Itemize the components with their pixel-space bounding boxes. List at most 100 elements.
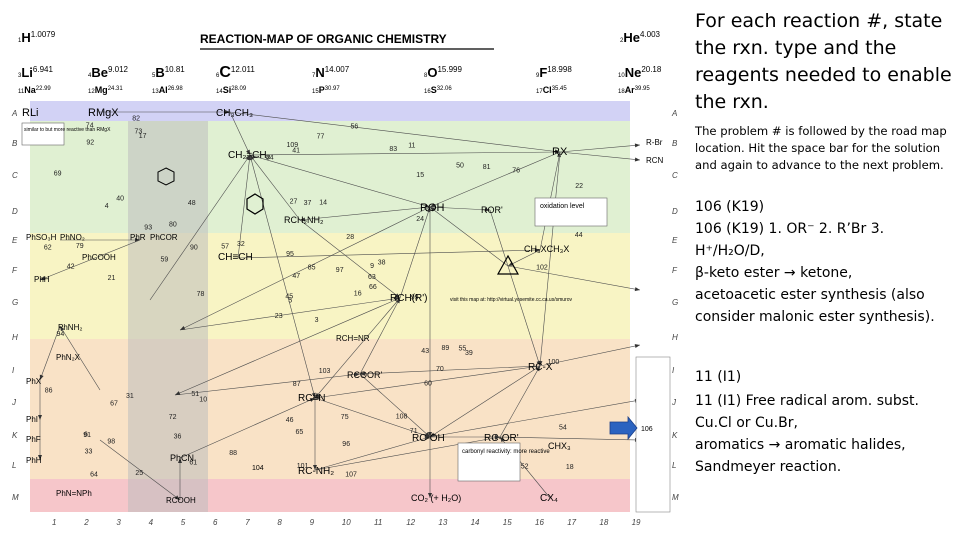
- reaction-number: 6: [84, 431, 88, 438]
- compound-phr: PhR: [130, 233, 146, 242]
- row-label: E: [12, 236, 18, 245]
- reaction-number: 38: [378, 260, 386, 267]
- compound-rbr: R-Br: [646, 138, 663, 147]
- reaction-number: 23: [275, 313, 283, 320]
- row-label: M: [12, 493, 19, 502]
- row-label: C: [672, 171, 678, 180]
- reaction-number: 50: [456, 163, 464, 170]
- column-label: 15: [503, 518, 512, 527]
- reaction-arrow: [359, 365, 541, 375]
- compound-phf: PhF: [26, 435, 41, 444]
- reaction-number: 96: [342, 441, 350, 448]
- compound-nitrile: RC≡N: [298, 393, 326, 404]
- row-label: K: [672, 431, 678, 440]
- reaction-number: 92: [86, 140, 94, 147]
- reaction-number: 62: [44, 245, 52, 252]
- element-he: 2He4.003: [620, 30, 661, 45]
- answer-line: 11 (I1) Free radical arom. subst.: [695, 393, 919, 409]
- compound-haloform: CHX₃: [548, 441, 571, 451]
- carbonyl-note-box: [457, 442, 521, 482]
- reaction-number: 14: [319, 200, 327, 207]
- arrow-head: [38, 455, 42, 460]
- arrow-head: [634, 344, 640, 348]
- reaction-number: 89: [442, 345, 450, 352]
- reaction-number: 48: [188, 200, 196, 207]
- row-label: C: [12, 171, 18, 180]
- element-be: 4Be9.012: [88, 65, 129, 80]
- row-label: B: [12, 139, 18, 148]
- column-label: 4: [149, 518, 154, 527]
- element-s: 16S32.06: [424, 85, 452, 95]
- arrow-head: [360, 371, 366, 376]
- compound-cx4: CX₄: [540, 493, 558, 504]
- compound-co2: CO₂ (+ H₂O): [411, 493, 461, 503]
- compound-phcooh: PhCOOH: [82, 253, 116, 262]
- compound-phx: PhX: [26, 377, 42, 386]
- answer-line: β-keto ester → ketone,: [695, 265, 853, 281]
- row-label: G: [12, 298, 18, 307]
- reaction-number: 3: [315, 317, 319, 324]
- arrow-head: [245, 155, 250, 161]
- tag-106: 106: [641, 426, 653, 433]
- arrow-head: [175, 391, 181, 395]
- compound-phso3h: PhSO₃H: [26, 233, 57, 242]
- column-label: 7: [245, 518, 250, 527]
- compound-acyl-halide: RC-X: [528, 362, 553, 373]
- reaction-number: 40: [116, 196, 124, 203]
- column-label: 6: [213, 518, 218, 527]
- reaction-number: 71: [410, 428, 418, 435]
- reaction-number: 80: [169, 222, 177, 229]
- arrow-head: [424, 203, 430, 208]
- arrow-head: [430, 432, 436, 437]
- row-label: H: [12, 333, 18, 342]
- map-title: REACTION-MAP OF ORGANIC CHEMISTRY: [200, 32, 447, 46]
- arrow-head: [500, 437, 505, 443]
- element-li: 3Li6.941: [18, 65, 53, 80]
- compound-phh-top: PhH: [34, 275, 50, 284]
- arrow-head: [174, 495, 180, 500]
- reaction-number: 54: [559, 425, 567, 432]
- map-credit: visit this map at: http://virtual.yosemi…: [450, 297, 572, 303]
- arrow-head: [225, 110, 230, 114]
- arrow-head: [634, 143, 640, 148]
- reaction-arrow: [179, 206, 431, 331]
- reaction-number: 31: [126, 393, 134, 400]
- answer-line: consider malonic ester synthesis).: [695, 309, 935, 325]
- arrow-head: [246, 149, 250, 155]
- element-si: 14Si28.09: [216, 85, 247, 95]
- element-f: 9F18.998: [536, 65, 572, 80]
- reaction-arrow: [39, 325, 61, 381]
- compound-ch3ch3: CH₃CH₃: [216, 108, 253, 119]
- epoxide-ring-icon: [496, 254, 520, 275]
- arrow-head: [484, 207, 490, 212]
- reaction-arrow: [314, 297, 401, 399]
- arrow-head: [39, 374, 44, 380]
- reaction-number: 75: [341, 414, 349, 421]
- band-blue: [30, 101, 630, 121]
- compound-phnh2: PhNH₂: [58, 323, 82, 332]
- reaction-arrow: [314, 436, 501, 471]
- compound-rli: RLi: [22, 107, 39, 119]
- reaction-number: 88: [229, 450, 237, 457]
- reaction-number: 47: [292, 273, 300, 280]
- reaction-number: 28: [346, 234, 354, 241]
- reaction-number: 79: [76, 243, 84, 250]
- reaction-arrow: [429, 365, 541, 438]
- arrow-head: [300, 217, 306, 222]
- arrow-head: [534, 248, 540, 253]
- reaction-number: 109: [287, 142, 299, 149]
- reaction-number: 103: [319, 368, 331, 375]
- reaction-number: 83: [389, 146, 397, 153]
- compound-phno2: PhNO₂: [60, 233, 85, 242]
- reaction-arrow: [429, 151, 561, 208]
- row-label: E: [672, 236, 678, 245]
- problem-2-answer: 11 (I1) Free radical arom. subst. Cu.Cl …: [695, 390, 953, 478]
- row-label: G: [672, 298, 678, 307]
- arrow-head: [424, 432, 430, 437]
- column-label: 18: [599, 518, 608, 527]
- row-label: M: [672, 493, 679, 502]
- reaction-number: 16: [354, 290, 362, 297]
- reaction-arrow: [359, 297, 401, 375]
- reaction-number: 87: [293, 381, 301, 388]
